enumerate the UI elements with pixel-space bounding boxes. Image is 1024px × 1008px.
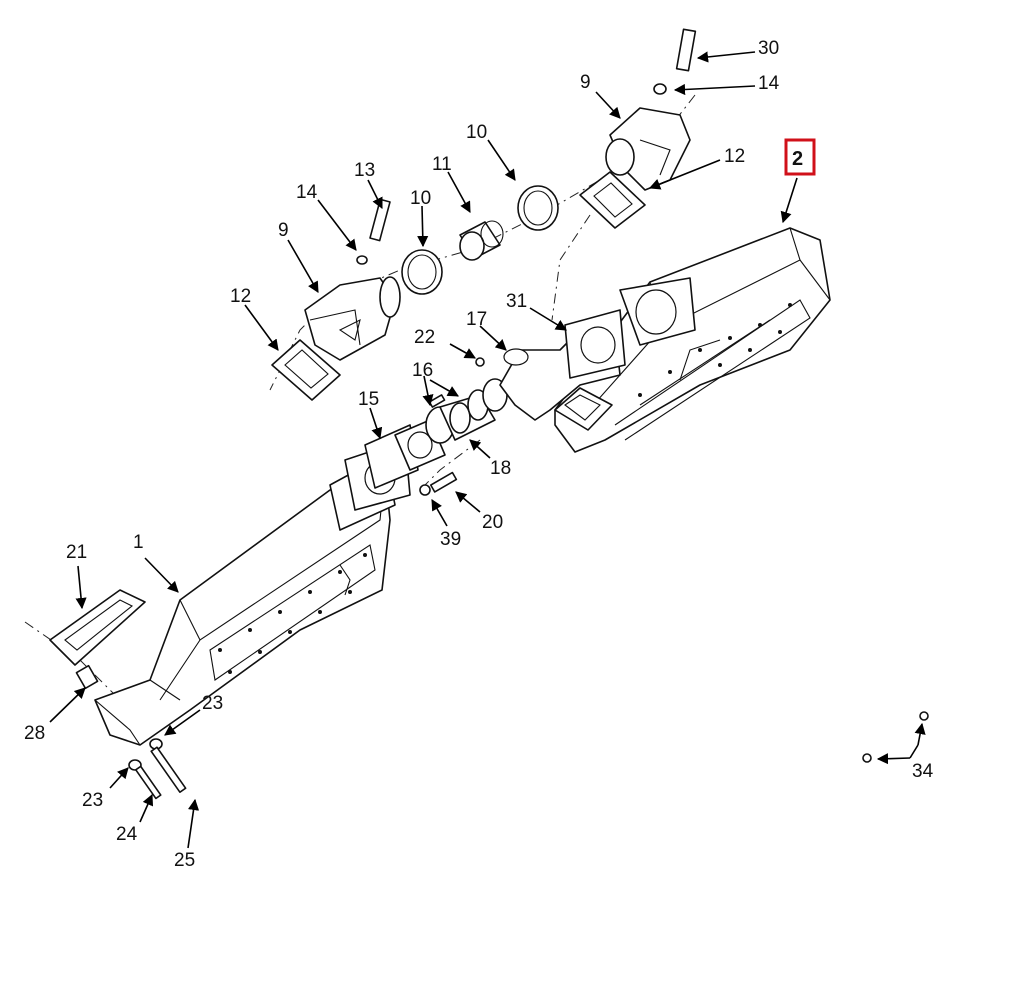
highlight-box xyxy=(784,138,816,176)
callout-10-upper: 10 xyxy=(466,122,487,143)
callout-12-lower: 12 xyxy=(230,286,251,307)
callout-25: 25 xyxy=(174,850,195,871)
callout-24: 24 xyxy=(116,824,138,845)
hardware-bolts xyxy=(75,28,929,800)
manifold-left-part xyxy=(94,469,391,746)
callout-18: 18 xyxy=(490,458,511,479)
callout-1: 1 xyxy=(133,532,144,553)
callout-30: 30 xyxy=(758,38,779,59)
callout-11: 11 xyxy=(432,154,452,175)
callout-15: 15 xyxy=(358,389,379,410)
leader-lines xyxy=(49,51,926,849)
callout-31: 31 xyxy=(506,291,527,312)
callout-39: 39 xyxy=(440,529,461,550)
callout-10-lower: 10 xyxy=(410,188,431,209)
gasket-left-part xyxy=(49,589,146,666)
y-pipe-part xyxy=(499,309,626,421)
callout-17: 17 xyxy=(466,309,487,330)
callout-16: 16 xyxy=(412,360,433,381)
callout-34: 34 xyxy=(912,761,934,782)
bellows-clamp-part xyxy=(425,378,508,444)
callout-21: 21 xyxy=(66,542,87,563)
clamp-lower-part xyxy=(401,249,443,295)
callout-9-upper: 9 xyxy=(580,72,591,93)
callout-28: 28 xyxy=(24,723,45,744)
callout-23-upper: 23 xyxy=(202,693,223,714)
callout-12-upper: 12 xyxy=(724,146,745,167)
elbow-lower-part xyxy=(304,276,401,361)
clamp-upper-part xyxy=(517,185,559,231)
callout-14-upper: 14 xyxy=(758,73,780,94)
gasket-upper-part xyxy=(579,171,646,229)
callout-23-lower: 23 xyxy=(82,790,103,811)
callout-22: 22 xyxy=(414,327,435,348)
callout-labels: 30 14 9 12 2 10 11 13 14 10 9 12 31 17 2… xyxy=(24,38,934,871)
callout-14-lower: 14 xyxy=(296,182,318,203)
sleeve-part xyxy=(459,220,504,261)
gasket-lower-part xyxy=(271,339,341,401)
callout-9-lower: 9 xyxy=(278,220,289,241)
callout-2: 2 xyxy=(792,148,803,170)
elbow-upper-part xyxy=(605,107,691,191)
manifold-right-part xyxy=(554,227,831,453)
callout-20: 20 xyxy=(482,512,503,533)
callout-13: 13 xyxy=(354,160,375,181)
